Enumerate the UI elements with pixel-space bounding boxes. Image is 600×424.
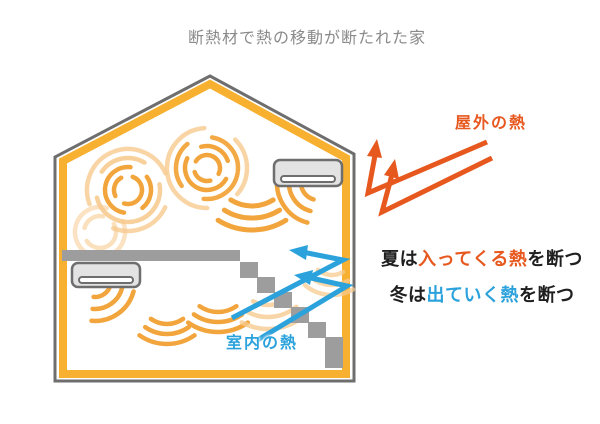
indoor-heat-arrow-icon <box>230 245 354 344</box>
outdoor-heat-arrow-icon <box>364 139 494 217</box>
explanation-line-winter: 冬は出ていく熱を断つ <box>370 278 594 314</box>
indoor-heat-label: 室内の熱 <box>226 333 299 352</box>
insulation-layer <box>59 79 350 378</box>
winter-prefix: 冬は <box>389 285 427 306</box>
summer-highlight: 入ってくる熱 <box>418 249 528 270</box>
outdoor-heat-label: 屋外の熱 <box>455 113 528 132</box>
air-conditioners <box>70 158 344 289</box>
floor-and-staircase <box>62 250 343 368</box>
explanation-text: 夏は入ってくる熱を断つ 冬は出ていく熱を断つ <box>370 242 594 314</box>
heat-wave-arcs <box>72 125 356 347</box>
summer-prefix: 夏は <box>381 249 419 270</box>
summer-suffix: を断つ <box>527 249 583 270</box>
winter-highlight: 出ていく熱 <box>426 285 519 306</box>
winter-suffix: を断つ <box>519 285 575 306</box>
ac-unit-icon <box>272 158 344 188</box>
ac-unit-icon <box>70 261 142 289</box>
diagram-title: 断熱材で熱の移動が断たれた家 <box>187 28 426 47</box>
explanation-line-summer: 夏は入ってくる熱を断つ <box>370 242 594 278</box>
